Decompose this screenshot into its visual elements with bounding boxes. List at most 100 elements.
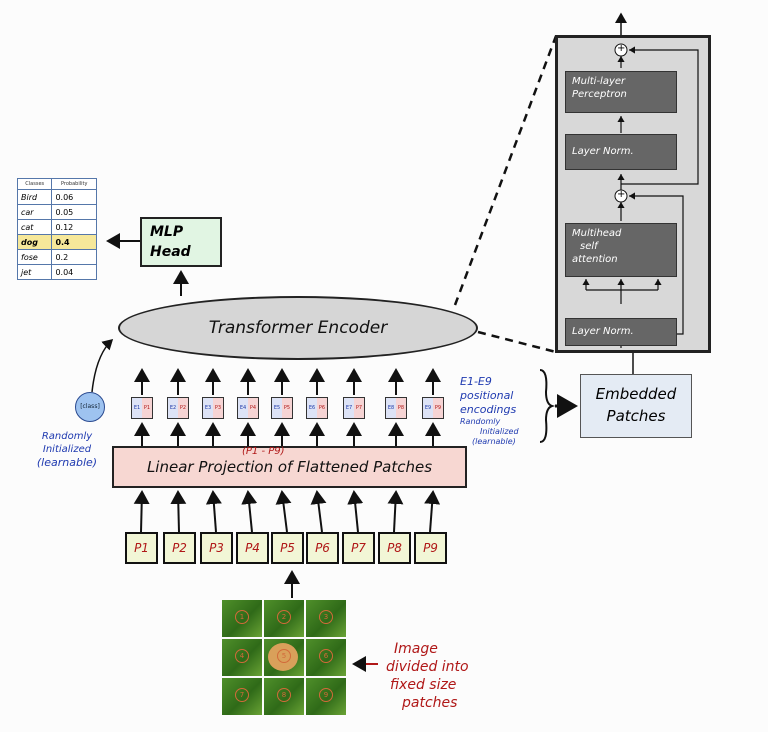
- image-caption: Image divided into fixed size patches: [386, 640, 506, 712]
- positional-note-line6: (learnable): [472, 437, 516, 446]
- class-probability: 0.2: [51, 249, 97, 265]
- image-patch: 5: [264, 639, 304, 676]
- mlp-block: Multi-layer Perceptron: [565, 71, 677, 113]
- class-probability: 0.06: [51, 189, 97, 205]
- image-patch: 9: [306, 678, 346, 715]
- positional-encoding-label: E4: [238, 398, 248, 418]
- class-label: cat: [16, 219, 53, 235]
- embedded-patches-line1: Embedded: [595, 385, 677, 403]
- class-label: fose: [16, 249, 53, 265]
- embedded-patches-box: Embedded Patches: [580, 374, 692, 438]
- patch-to-projection-arrow: [310, 490, 327, 533]
- class-token: [class]: [75, 392, 105, 422]
- patch-box: P2: [163, 532, 196, 564]
- patch-embedding-label: P8: [396, 398, 406, 418]
- mlp-block-line1: Multi-layer: [572, 76, 626, 87]
- class-probability: 0.12: [51, 219, 97, 235]
- patch-embedding-label: P3: [213, 398, 223, 418]
- patch-to-projection-arrow: [241, 490, 258, 533]
- patch-embedding-label: P2: [178, 398, 188, 418]
- image-patch: 8: [264, 678, 304, 715]
- patch-embedding-label: P6: [317, 398, 327, 418]
- patch-box: P9: [414, 532, 447, 564]
- class-token-note-line3: (learnable): [36, 456, 98, 469]
- mlp-block-line2: Perceptron: [572, 89, 627, 100]
- attention-block: Multihead self attention: [565, 223, 677, 277]
- patch-box: P5: [271, 532, 304, 564]
- patch-to-projection-arrow: [133, 490, 150, 533]
- image-patch-number: 8: [277, 688, 291, 702]
- patch-to-projection-arrow: [347, 490, 364, 533]
- layer-norm-bottom: Layer Norm.: [565, 318, 677, 346]
- class-token-note-line1: Randomly: [41, 431, 93, 442]
- add-symbol-lower: +: [617, 189, 626, 200]
- image-patch-number: 3: [319, 610, 333, 624]
- attention-line1: Multihead: [572, 228, 622, 239]
- patch-box: P4: [236, 532, 269, 564]
- positional-encoding-label: E8: [386, 398, 396, 418]
- class-probability: 0.4: [51, 234, 97, 250]
- image-patch-number: 6: [319, 649, 333, 663]
- positional-note-line3: encodings: [460, 403, 517, 416]
- patch-box: P6: [306, 532, 339, 564]
- patch-embedding-label: P7: [354, 398, 364, 418]
- class-token-note-line2: Initialized: [42, 444, 92, 455]
- patch-embedding-label: P4: [248, 398, 258, 418]
- attention-line2: self: [580, 241, 598, 252]
- table-header-probability: Probability: [51, 178, 97, 190]
- positional-encoding-note: E1-E9 positional encodings Randomly Init…: [460, 375, 540, 447]
- image-patch: 6: [306, 639, 346, 676]
- image-patch: 4: [222, 639, 262, 676]
- positional-note-line1: E1-E9: [460, 375, 492, 388]
- positional-encoding-label: E9: [423, 398, 433, 418]
- table-header-classes: Classes: [16, 178, 53, 190]
- embedded-patches-line2: Patches: [606, 407, 666, 425]
- linear-projection-label: Linear Projection of Flattened Patches: [146, 458, 433, 476]
- image-patch-number: 5: [277, 649, 291, 663]
- positional-encoding-label: E3: [203, 398, 213, 418]
- positional-encoding-label: E2: [168, 398, 178, 418]
- patch-box: P1: [125, 532, 158, 564]
- positional-note-line5: Initialized: [480, 427, 519, 436]
- class-label: dog: [16, 234, 53, 250]
- patch-box: P8: [378, 532, 411, 564]
- image-patch-number: 4: [235, 649, 249, 663]
- image-patch-number: 7: [235, 688, 249, 702]
- add-symbol-upper: +: [617, 43, 626, 54]
- positional-note-line2: positional: [460, 389, 514, 402]
- class-token-note: Randomly Initialized (learnable): [22, 430, 112, 469]
- image-patch: 1: [222, 600, 262, 637]
- image-caption-line3: fixed size: [390, 677, 457, 693]
- image-caption-line4: patches: [402, 695, 458, 711]
- input-image-grid: 1 2 3 4 5 6 7 8 9: [222, 600, 346, 716]
- image-patch: 7: [222, 678, 262, 715]
- attention-line3: attention: [572, 254, 618, 265]
- positional-encoding-label: E1: [132, 398, 142, 418]
- patch-embedding-label: P5: [282, 398, 292, 418]
- patch-to-projection-arrow: [387, 490, 404, 533]
- patch-to-projection-arrow: [275, 490, 292, 533]
- image-patch: 2: [264, 600, 304, 637]
- table-header-row: Classes Probability: [16, 178, 97, 190]
- patch-to-projection-arrow: [205, 490, 222, 533]
- mlp-head-box: MLP Head: [140, 217, 222, 267]
- image-patch-number: 9: [319, 688, 333, 702]
- image-caption-line1: Image: [394, 641, 438, 657]
- layer-norm-top: Layer Norm.: [565, 134, 677, 170]
- class-probability: 0.04: [51, 264, 97, 280]
- image-caption-line2: divided into: [386, 659, 469, 675]
- class-label: jet: [16, 264, 53, 280]
